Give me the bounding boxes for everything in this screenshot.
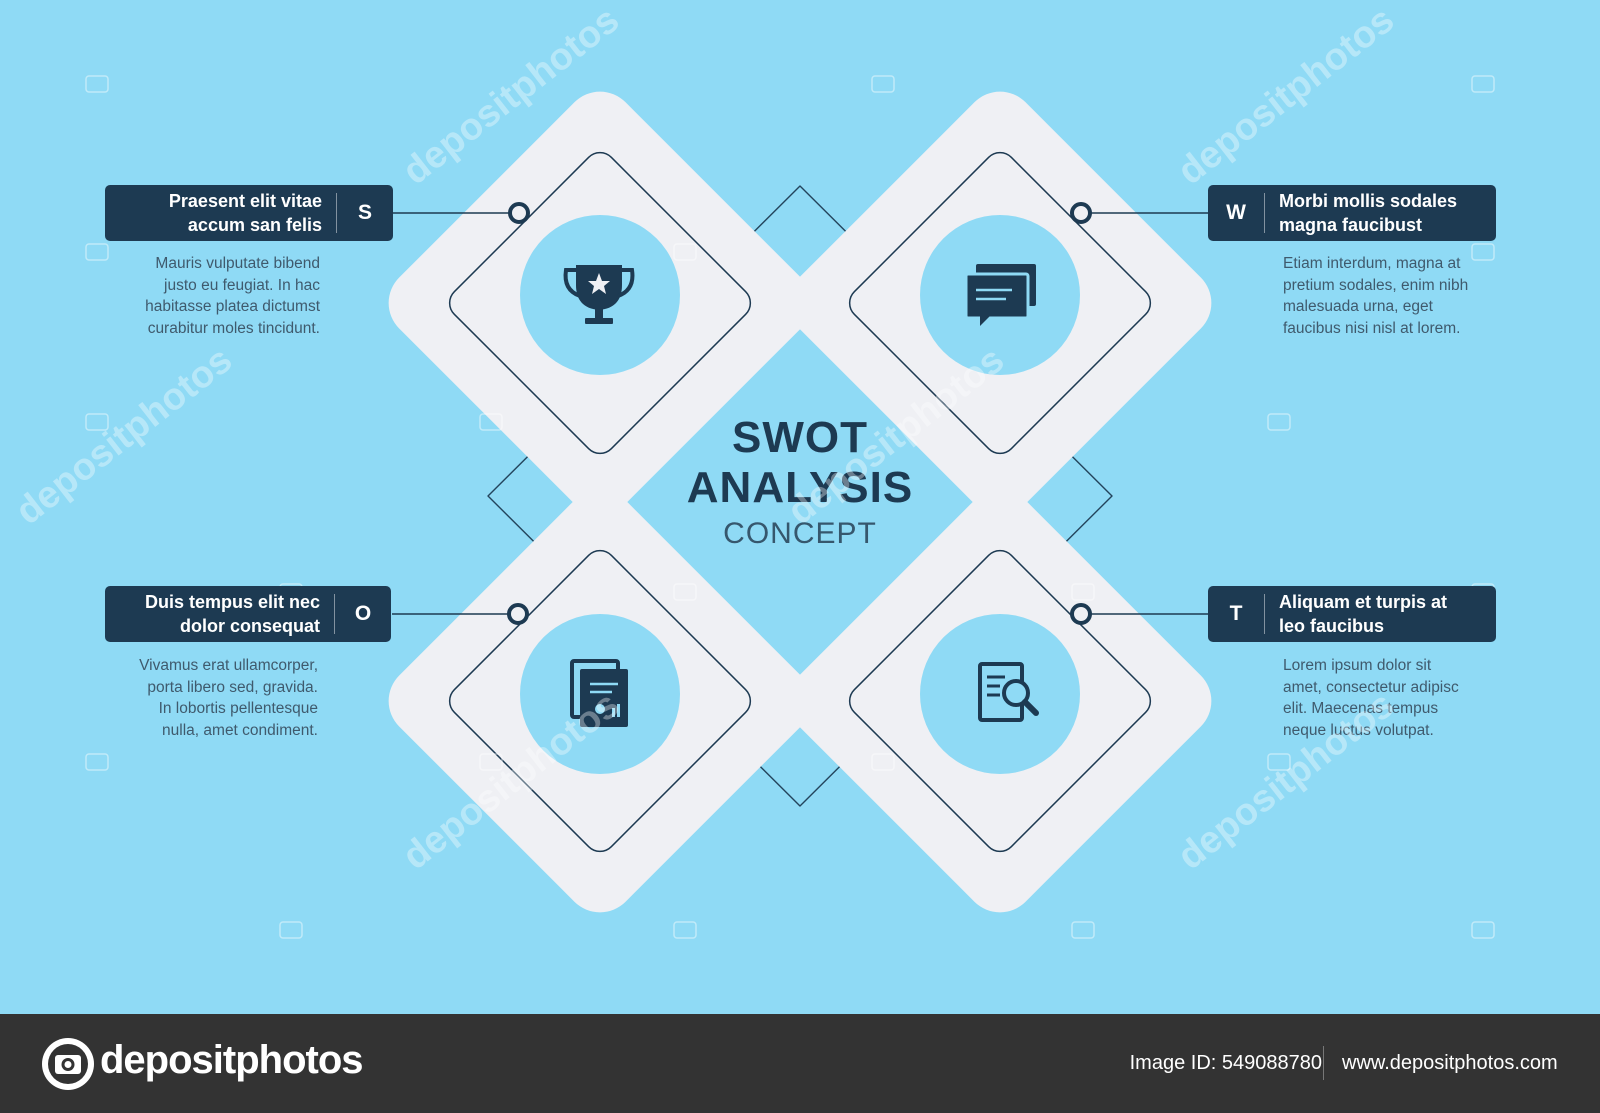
weaknesses-heading: Morbi mollis sodales magna faucibust bbox=[1279, 191, 1458, 235]
label-separator bbox=[336, 193, 337, 233]
strengths-heading: Praesent elit vitae accum san felis bbox=[168, 191, 322, 235]
title-line-swot: SWOT bbox=[732, 413, 868, 462]
document-search-icon bbox=[978, 662, 1039, 722]
connector-node-o bbox=[507, 603, 529, 625]
connector-node-s bbox=[508, 202, 530, 224]
label-box-opportunities: Duis tempus elit nec dolor consequat O bbox=[105, 586, 391, 642]
label-box-strengths: Praesent elit vitae accum san felis S bbox=[105, 185, 393, 241]
connector-node-w bbox=[1070, 202, 1092, 224]
opportunities-letter: O bbox=[354, 602, 372, 625]
label-separator bbox=[1264, 594, 1265, 634]
camera-logo-icon bbox=[42, 1038, 94, 1090]
threats-heading: Aliquam et turpis at leo faucibus bbox=[1279, 592, 1448, 636]
threats-letter: T bbox=[1229, 602, 1243, 625]
watermark-camera-marks bbox=[85, 75, 1495, 939]
trophy-icon bbox=[563, 265, 635, 324]
footer-separator bbox=[1323, 1046, 1324, 1080]
label-box-weaknesses: W Morbi mollis sodales magna faucibust bbox=[1208, 185, 1496, 241]
title-line-concept: CONCEPT bbox=[723, 517, 877, 550]
strengths-description: Mauris vulputate bibend justo eu feugiat… bbox=[145, 255, 320, 337]
threats-description: Lorem ipsum dolor sit amet, consectetur … bbox=[1283, 657, 1459, 739]
footer-bar bbox=[0, 1014, 1600, 1113]
footer-url-link[interactable]: www.depositphotos.com bbox=[1342, 1052, 1558, 1074]
weaknesses-letter: W bbox=[1226, 201, 1246, 224]
documents-icon bbox=[570, 659, 628, 727]
background bbox=[0, 0, 1600, 1014]
footer-brand-logo: depositphotos bbox=[100, 1038, 364, 1082]
connector-node-t bbox=[1070, 603, 1092, 625]
label-box-threats: T Aliquam et turpis at leo faucibus bbox=[1208, 586, 1496, 642]
footer-image-id: Image ID: 549088780 bbox=[1129, 1052, 1322, 1074]
opportunities-description: Vivamus erat ullamcorper, porta libero s… bbox=[139, 657, 318, 739]
opportunities-heading: Duis tempus elit nec dolor consequat bbox=[144, 592, 320, 636]
chat-bubbles-icon bbox=[964, 264, 1036, 326]
weaknesses-description: Etiam interdum, magna at pretium sodales… bbox=[1283, 255, 1469, 337]
label-separator bbox=[1264, 193, 1265, 233]
strengths-letter: S bbox=[357, 201, 372, 224]
label-separator bbox=[334, 594, 335, 634]
title-line-analysis: ANALYSIS bbox=[686, 463, 914, 512]
